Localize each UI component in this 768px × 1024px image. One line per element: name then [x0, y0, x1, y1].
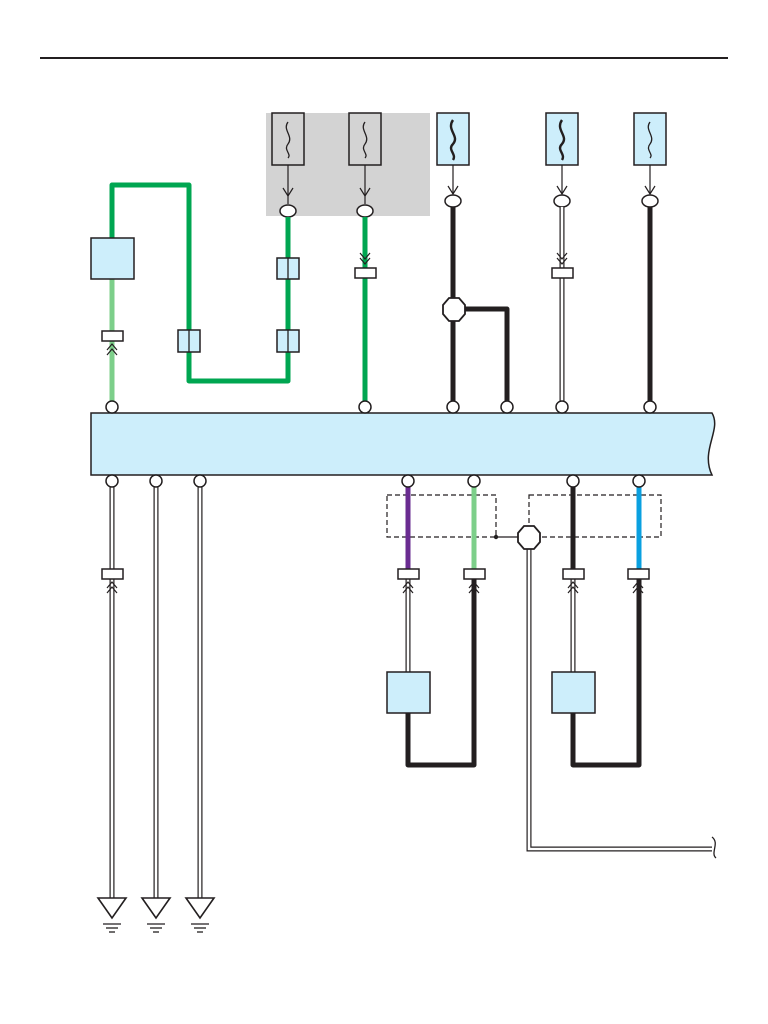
- connector-icon: [562, 568, 585, 594]
- connector-icon: [463, 568, 486, 594]
- connector-icon: [551, 252, 574, 279]
- ground-icon: [184, 897, 216, 933]
- sensor-box: [386, 671, 431, 714]
- fuse-icon: [348, 112, 382, 166]
- splice-icon: [517, 525, 541, 550]
- sensor-box: [551, 671, 596, 714]
- ground-icon: [96, 897, 128, 933]
- connector-icon: [397, 568, 420, 594]
- shield-box: [386, 494, 497, 538]
- ground-wires: [109, 487, 203, 902]
- connector-icon: [627, 568, 650, 594]
- connector-icon: [177, 329, 201, 353]
- component-box: [90, 237, 135, 280]
- ground-icon: [140, 897, 172, 933]
- connector-icon: [101, 330, 124, 356]
- ecu-top-pins: [105, 400, 657, 414]
- splice-icon: [442, 297, 466, 322]
- fuse-icon: [271, 112, 305, 166]
- connector-icon: [276, 257, 300, 280]
- wire-green-loop: [109, 182, 291, 384]
- ecu-module: [90, 412, 716, 476]
- shield-drain-wire: [493, 534, 717, 859]
- connector-icon: [354, 252, 377, 279]
- ecu-bottom-pins: [105, 474, 646, 488]
- fuse-icon: [633, 112, 667, 166]
- wire-black: [405, 579, 477, 768]
- connector-icon: [101, 568, 124, 594]
- fuse-icon: [545, 112, 579, 166]
- fuse-leads: [282, 165, 656, 204]
- wire-black: [570, 579, 642, 768]
- fuse-icon: [436, 112, 470, 166]
- connector-icon: [276, 329, 300, 353]
- shield-box: [528, 494, 662, 538]
